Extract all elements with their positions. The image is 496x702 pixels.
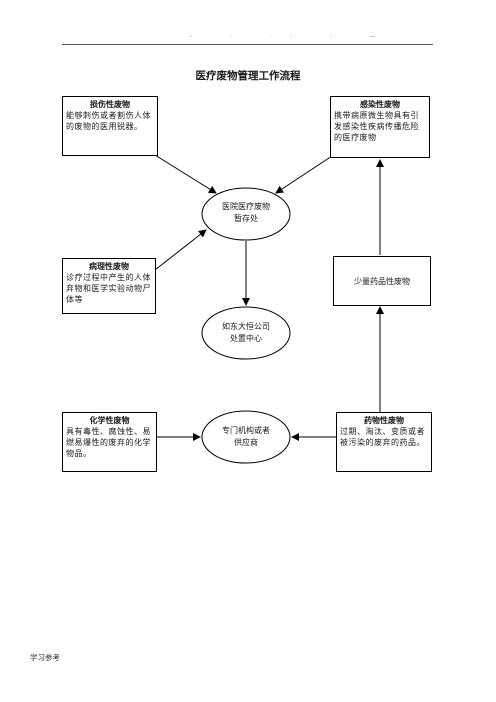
infectious-waste-title: 感染性废物 bbox=[360, 100, 400, 109]
header-marks: - · ·· · — bbox=[190, 33, 394, 40]
damage-waste-title: 损伤性废物 bbox=[90, 100, 130, 109]
small-drug-waste-box: 少量药品性废物 bbox=[333, 256, 431, 306]
small-drug-waste-label: 少量药品性废物 bbox=[354, 276, 410, 286]
supplier-label: 专门机构或者 供应商 bbox=[202, 425, 290, 449]
supplier-ellipse bbox=[201, 410, 291, 464]
pathological-waste-desc: 诊疗过程中产生的人体弃物和医学实验动物尸体等 bbox=[66, 273, 151, 304]
header-rule bbox=[62, 44, 433, 45]
supplier-label-line1: 专门机构或者 bbox=[222, 426, 270, 435]
pathological-waste-box: 病理性废物 诊疗过程中产生的人体弃物和医学实验动物尸体等 bbox=[62, 258, 156, 314]
disposal-label-line1: 如东大恒公司 bbox=[222, 322, 270, 331]
chemical-waste-box: 化学性废物 具有毒性、腐蚀性、易燃易爆性的废弃的化学物品。 bbox=[62, 412, 157, 472]
pathological-waste-title: 病理性废物 bbox=[89, 262, 129, 271]
chemical-waste-title: 化学性废物 bbox=[89, 416, 130, 425]
disposal-label: 如东大恒公司 处置中心 bbox=[202, 321, 290, 345]
arrow-damage-to-storage bbox=[154, 154, 217, 194]
storage-ellipse bbox=[201, 187, 291, 241]
chemical-waste-desc: 具有毒性、腐蚀性、易燃易爆性的废弃的化学物品。 bbox=[66, 427, 151, 458]
infectious-waste-box: 感染性废物 携带病原微生物具有引发感染性疾病传播危险的医疗废物 bbox=[330, 96, 430, 158]
pharmaceutical-waste-desc: 过期、淘汰、变质或者被污染的废弃的药品。 bbox=[340, 427, 425, 447]
storage-label-line1: 医院医疗废物 bbox=[222, 202, 270, 211]
infectious-waste-desc: 携带病原微生物具有引发感染性疾病传播危险的医疗废物 bbox=[334, 111, 419, 142]
storage-label-line2: 暂存处 bbox=[234, 214, 258, 223]
disposal-label-line2: 处置中心 bbox=[230, 334, 262, 343]
arrow-patho-to-storage bbox=[154, 229, 207, 271]
arrow-infect-to-storage bbox=[275, 155, 333, 194]
disposal-ellipse bbox=[201, 306, 291, 360]
pharmaceutical-waste-title: 药物性废物 bbox=[364, 416, 404, 425]
damage-waste-box: 损伤性废物 能够刺伤或者割伤人体的废物的医用锐器。 bbox=[62, 96, 158, 156]
footer-note: 学习参考 bbox=[30, 653, 60, 662]
damage-waste-desc: 能够刺伤或者割伤人体的废物的医用锐器。 bbox=[66, 111, 151, 131]
supplier-label-line2: 供应商 bbox=[234, 438, 258, 447]
page-title: 医疗废物管理工作流程 bbox=[195, 70, 301, 82]
pharmaceutical-waste-box: 药物性废物 过期、淘汰、变质或者被污染的废弃的药品。 bbox=[336, 412, 432, 472]
storage-label: 医院医疗废物 暂存处 bbox=[202, 201, 290, 225]
